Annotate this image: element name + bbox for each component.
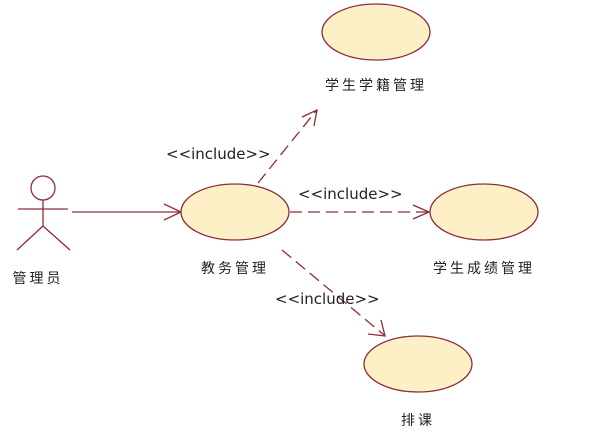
actor-head	[30, 175, 56, 201]
usecase-academic-affairs-label: 教务管理	[201, 261, 269, 277]
actor-left-leg	[16, 225, 44, 251]
include-main-grades	[290, 204, 431, 220]
usecase-academic-affairs-shape	[180, 183, 290, 241]
association-actor-main	[72, 203, 183, 221]
actor-administrator[interactable]: 管理员	[13, 175, 71, 287]
include-label-grades: <<include>>	[298, 185, 403, 203]
usecase-student-registry[interactable]: 学生学籍管理	[321, 3, 431, 94]
actor-right-leg	[42, 225, 71, 251]
include-label-registry: <<include>>	[166, 145, 271, 163]
usecase-student-grades[interactable]: 学生成绩管理	[429, 183, 539, 277]
usecase-academic-affairs[interactable]: 教务管理	[180, 183, 290, 277]
usecase-student-registry-shape	[321, 3, 431, 61]
usecase-student-grades-label: 学生成绩管理	[433, 261, 535, 277]
usecase-course-scheduling[interactable]: 排课	[363, 335, 473, 429]
usecase-course-scheduling-label: 排课	[401, 413, 435, 429]
include-main-registry	[257, 108, 318, 184]
usecase-student-grades-shape	[429, 183, 539, 241]
actor-label: 管理员	[13, 271, 64, 287]
usecase-course-scheduling-shape	[363, 335, 473, 393]
include-main-schedule	[281, 249, 386, 337]
include-label-schedule: <<include>>	[275, 290, 380, 308]
usecase-student-registry-label: 学生学籍管理	[325, 77, 427, 94]
